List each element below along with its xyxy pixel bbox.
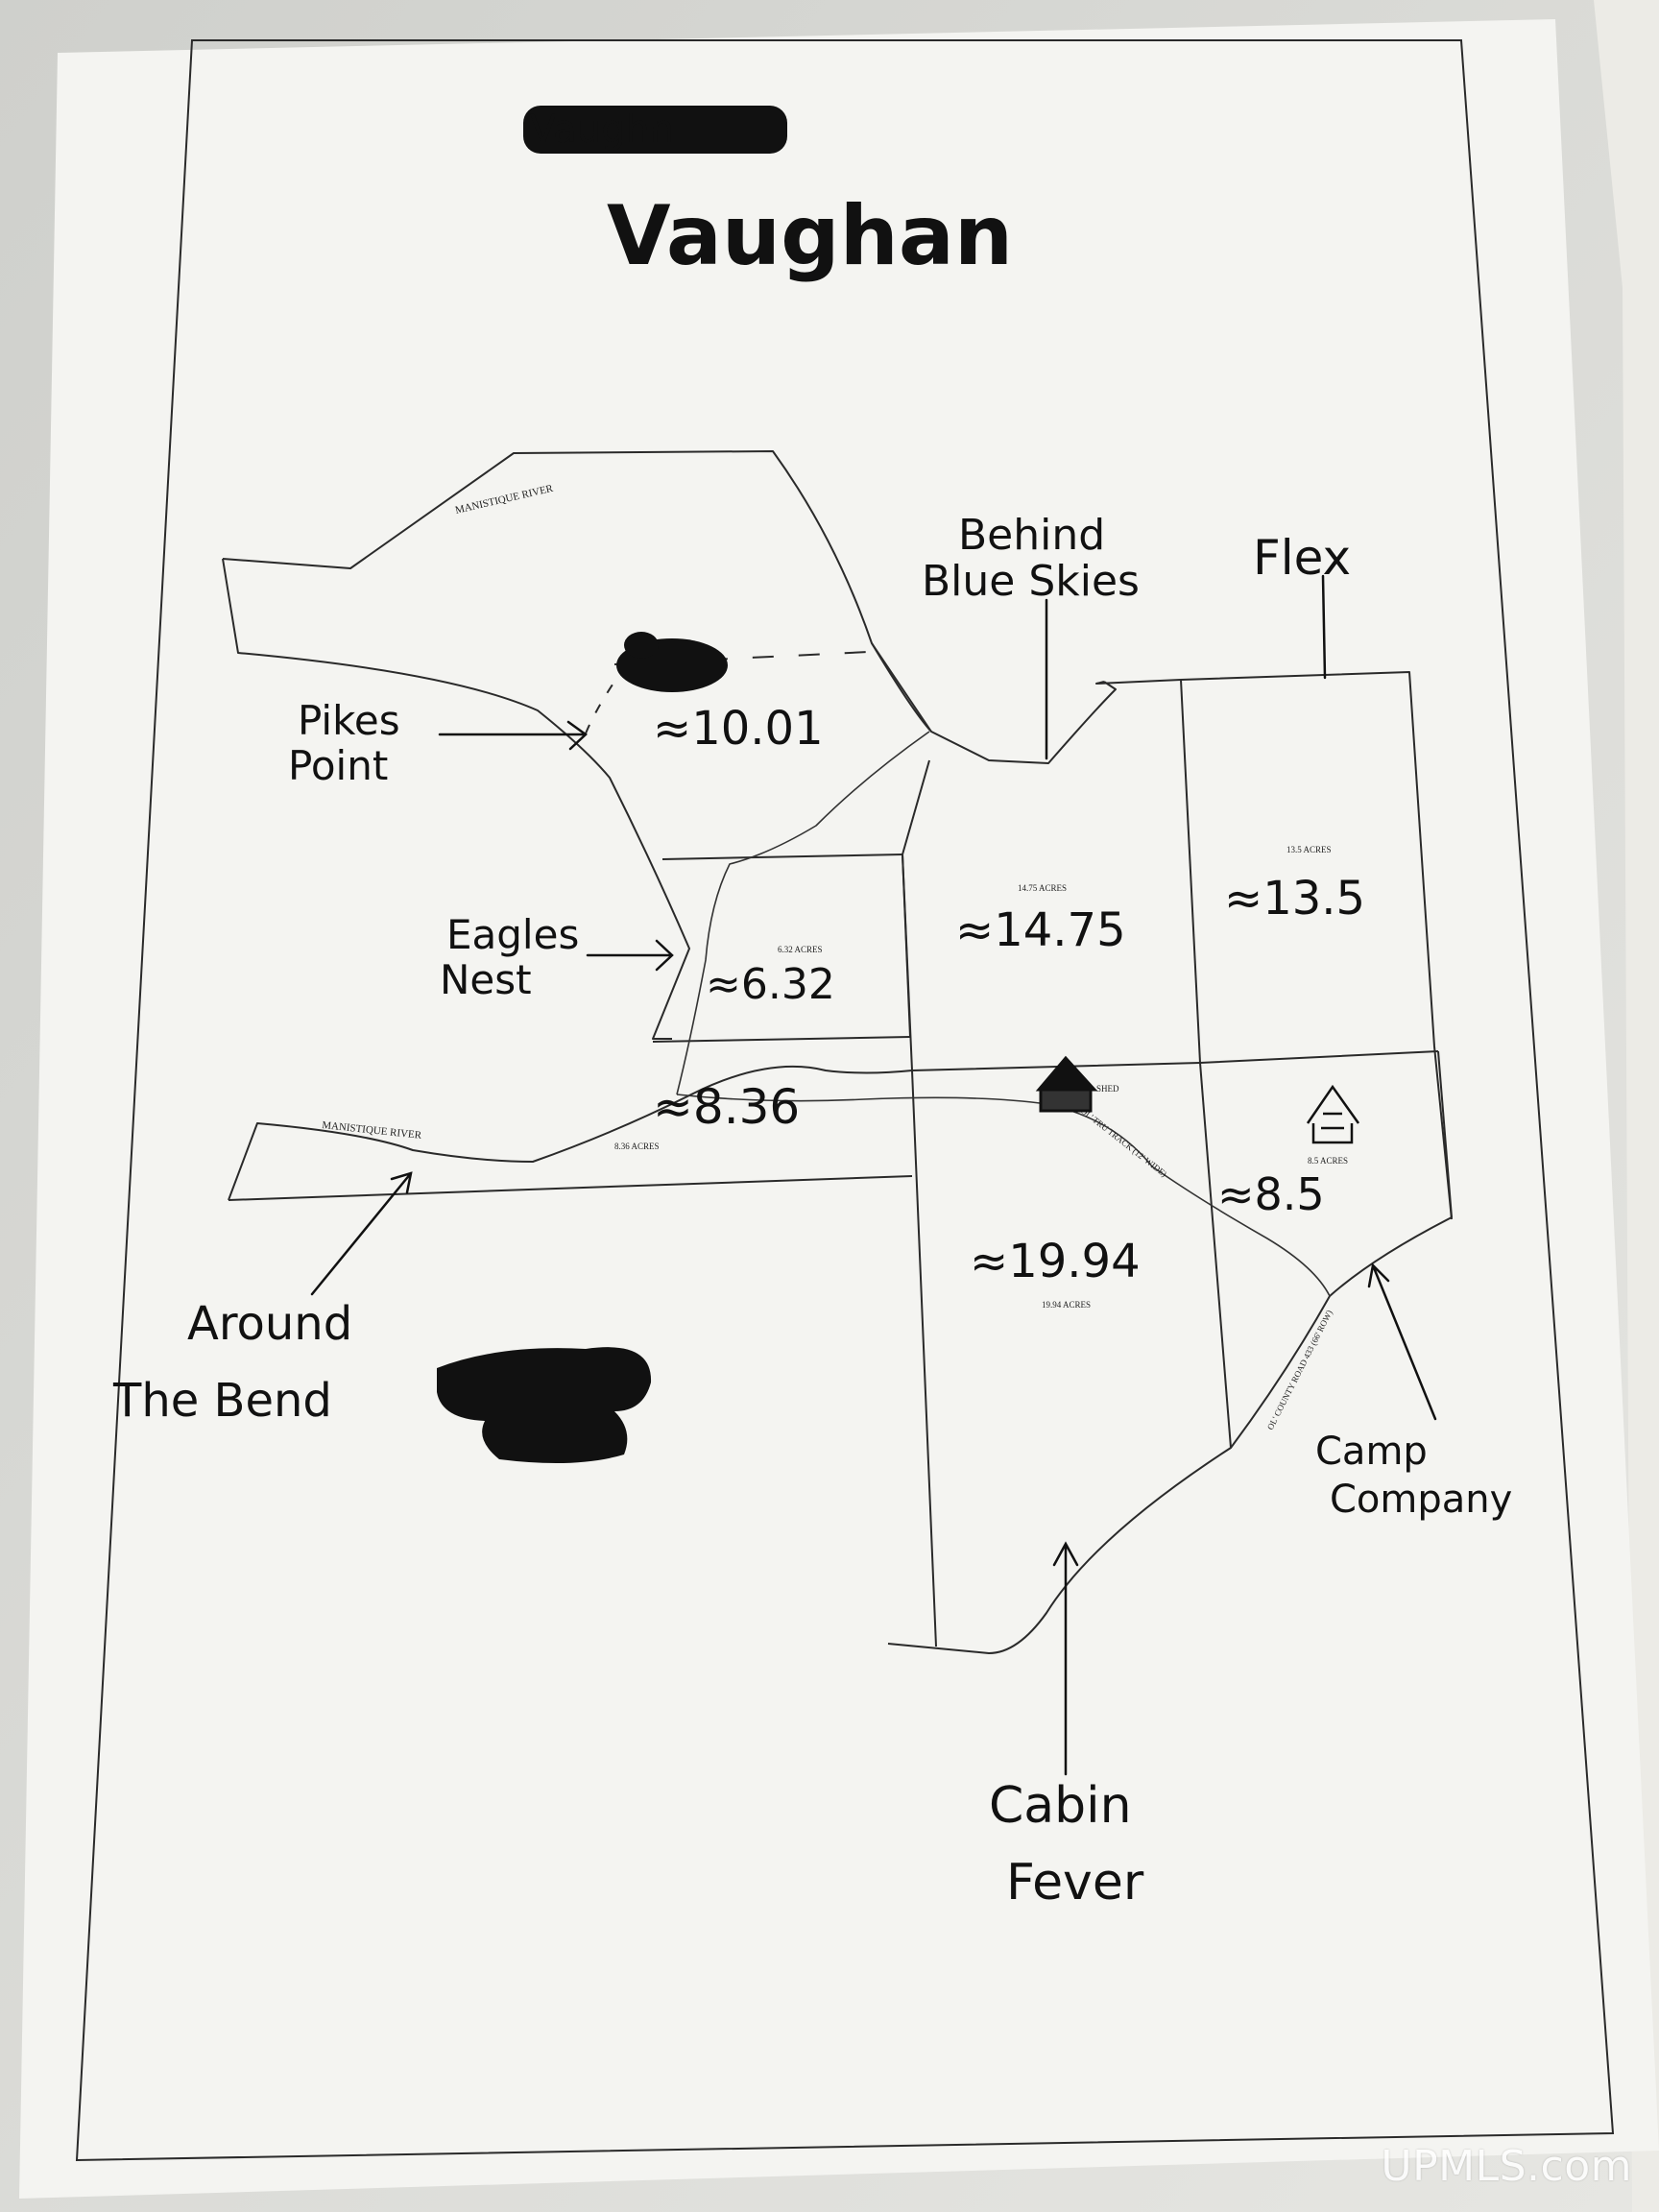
- printed-acres-flex: 13.5 ACRES: [1286, 845, 1332, 854]
- redaction-blob-north-b: [624, 632, 659, 659]
- label-camp-company-2: Company: [1330, 1478, 1512, 1522]
- north-river-shoreline: [222, 450, 1117, 764]
- north-block-edge: [1095, 671, 1453, 1220]
- label-eagles-nest-2: Nest: [440, 956, 532, 1003]
- arrow-cabin-fever: [1052, 1541, 1079, 1776]
- arrow-around-bend: [310, 1171, 413, 1296]
- leader-flex: [1321, 574, 1327, 680]
- acres-blue-skies: ≈14.75: [955, 903, 1126, 957]
- label-pikes-point-1: Pikes: [298, 697, 400, 744]
- camp-structure-icon: [1306, 1084, 1360, 1144]
- trails: [676, 731, 1331, 1297]
- label-blue-skies-1: Behind: [958, 511, 1105, 560]
- shed-label: SHED: [1096, 1084, 1119, 1094]
- label-around-bend-2: The Bend: [112, 1374, 332, 1428]
- label-around-bend-1: Around: [187, 1297, 352, 1351]
- printed-acreage: 6.32 ACRES 8.36 ACRES 14.75 ACRES 13.5 A…: [614, 845, 1348, 1310]
- map-title: Vaughan: [607, 188, 1013, 284]
- arrow-pikes-point: [438, 720, 588, 751]
- pikes-south-line: [661, 854, 903, 860]
- label-eagles-nest-1: Eagles: [446, 911, 579, 958]
- tru-track: [676, 1094, 1331, 1297]
- peninsula-east-shore: [871, 642, 932, 733]
- label-blue-skies-2: Blue Skies: [922, 557, 1140, 606]
- county-road: [887, 1295, 1331, 1654]
- arrow-camp-company: [1367, 1262, 1437, 1421]
- parcel-boundaries: [222, 450, 1453, 1654]
- acres-flex: ≈13.5: [1224, 872, 1365, 926]
- printed-acres-blue: 14.75 ACRES: [1018, 883, 1067, 893]
- pikes-east-line: [902, 759, 930, 855]
- printed-acres-cabin: 19.94 ACRES: [1042, 1300, 1091, 1310]
- camp-west-line: [1199, 1062, 1232, 1449]
- handwritten-acreage: ≈10.01 ≈6.32 ≈8.36 ≈14.75 ≈13.5 ≈8.5 ≈19…: [653, 702, 1365, 1288]
- label-camp-company-1: Camp: [1315, 1430, 1428, 1474]
- south-river-shoreline: [228, 1065, 913, 1201]
- arrow-eagles-nest: [586, 939, 674, 972]
- eagles-south-line: [652, 1036, 911, 1043]
- folder-edge: [1594, 0, 1659, 2212]
- redacted-title: Vaughn: [530, 108, 674, 152]
- label-cabin-fever-2: Fever: [1006, 1854, 1144, 1911]
- parcel-name-labels: Pikes Point Eagles Nest Around The Bend …: [112, 511, 1512, 1911]
- page-border: [75, 39, 1615, 2162]
- acres-around-bend: ≈8.36: [653, 1079, 800, 1135]
- label-cabin-fever-1: Cabin: [989, 1777, 1132, 1835]
- redaction-blob-south: [437, 1347, 652, 1463]
- south-parcel-line: [228, 1175, 913, 1201]
- redaction-mark: [523, 106, 787, 154]
- upmls-watermark: UPMLS.com: [1381, 2142, 1632, 2191]
- printed-acres-eagles: 6.32 ACRES: [778, 945, 823, 954]
- peninsula-west-shore: [222, 558, 690, 1040]
- label-flex: Flex: [1253, 530, 1351, 586]
- acres-eagles-nest: ≈6.32: [706, 960, 835, 1009]
- printed-acres-camp: 8.5 ACRES: [1308, 1156, 1348, 1166]
- paper-sheet: [19, 19, 1659, 2199]
- acres-cabin-fever: ≈19.94: [970, 1235, 1141, 1288]
- acres-camp-company: ≈8.5: [1217, 1168, 1325, 1220]
- trail-north: [676, 731, 930, 1095]
- acres-pikes-point: ≈10.01: [653, 702, 824, 756]
- cabin-structure-icon: SHED: [1035, 1055, 1119, 1113]
- east-boundary: [1329, 1050, 1453, 1297]
- printed-acres-bend: 8.36 ACRES: [614, 1142, 660, 1151]
- blue-flex-divider: [1180, 679, 1201, 1064]
- pikes-west-dash: [585, 681, 615, 734]
- label-pikes-point-2: Point: [288, 742, 388, 789]
- pointer-arrows: [310, 574, 1437, 1776]
